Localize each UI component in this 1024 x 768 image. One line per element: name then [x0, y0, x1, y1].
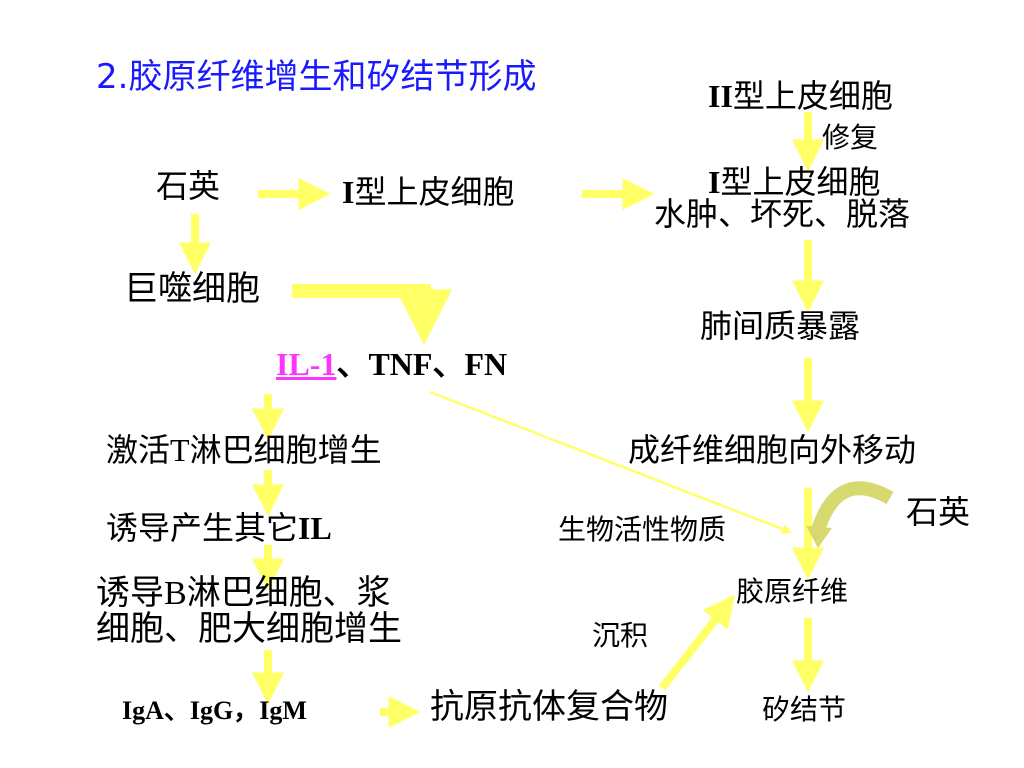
- node-induce-b-letter: B: [164, 575, 187, 612]
- node-type1-right-prefix: I: [708, 164, 721, 200]
- page-title: 2.胶原纤维增生和矽结节形成: [96, 57, 537, 97]
- node-immune-complex: 抗原抗体复合物: [430, 687, 668, 727]
- node-cytokines: IL-1、TNF、FN: [276, 348, 507, 380]
- node-type1-right-suffix: 型上皮细胞: [720, 163, 881, 201]
- node-type2-cell-suffix: 型上皮细胞: [732, 77, 893, 115]
- node-type1-mid-prefix: I: [342, 174, 355, 210]
- node-fibroblast-move: 成纤维细胞向外移动: [628, 431, 917, 469]
- node-type1-cell-right: I型上皮细胞: [708, 166, 880, 198]
- node-induce-b-prefix: 诱导: [96, 573, 164, 613]
- node-silicotic-nodule: 矽结节: [762, 693, 847, 726]
- node-induce-b-line2: 细胞、肥大细胞增生: [96, 609, 402, 649]
- node-collagen: 胶原纤维: [736, 575, 849, 608]
- node-type1-mid-suffix: 型上皮细胞: [354, 173, 515, 211]
- curve-arrow-quartz-right: [811, 481, 894, 533]
- node-activate-t-suffix: 淋巴细胞增生: [189, 431, 382, 469]
- node-induce-il-letter: IL: [298, 510, 332, 546]
- node-activate-t: 激活T淋巴细胞增生: [106, 434, 382, 466]
- node-type2-cell: II型上皮细胞: [708, 80, 893, 112]
- arrow-macrophage-to-il1: [292, 284, 452, 346]
- node-edema: 水肿、坏死、脱落: [654, 195, 911, 233]
- node-interstitium: 肺间质暴露: [700, 307, 861, 345]
- node-repair: 修复: [822, 121, 879, 154]
- node-type2-cell-prefix: II: [708, 78, 733, 114]
- node-deposit: 沉积: [592, 619, 649, 652]
- node-activate-t-prefix: 激活: [106, 431, 171, 469]
- node-induce-il: 诱导产生其它IL: [106, 512, 332, 544]
- node-induce-b-line1: 诱导B淋巴细胞、浆: [96, 576, 391, 611]
- arrow-il1-to-collagen: [429, 390, 792, 534]
- node-induce-b-suffix: 淋巴细胞、浆: [186, 573, 391, 613]
- node-quartz-right: 石英: [906, 493, 971, 531]
- il1-link[interactable]: IL-1: [276, 346, 337, 382]
- curve-arrow-head: [806, 526, 832, 548]
- node-type1-cell-mid: I型上皮细胞: [342, 176, 514, 208]
- node-bioactive: 生物活性物质: [558, 513, 727, 546]
- node-immunoglobulins: IgA、IgG，IgM: [122, 696, 307, 725]
- node-activate-t-letter: T: [170, 432, 190, 468]
- node-tnf-fn: 、TNF、FN: [336, 346, 508, 382]
- node-quartz-top: 石英: [156, 167, 221, 205]
- arrow-complex-to-collagen: [658, 594, 735, 691]
- node-macrophage: 巨噬细胞: [124, 269, 260, 309]
- node-induce-il-prefix: 诱导产生其它: [106, 509, 299, 547]
